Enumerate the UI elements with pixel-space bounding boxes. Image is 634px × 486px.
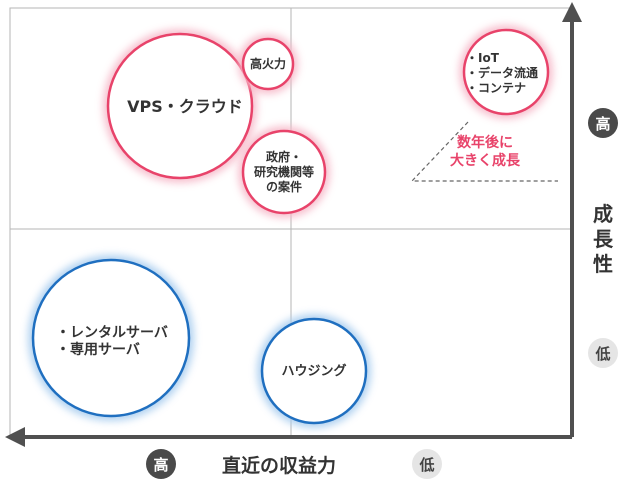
growth-annotation: 数年後に 大きく成長 [450, 135, 520, 170]
bubble-label-iot-data-content: ・IoT ・データ流通 ・コンテナ [466, 50, 539, 95]
y-axis-high-badge: 高 [588, 108, 618, 138]
x-axis-high-badge: 高 [146, 449, 176, 479]
bubble-rental-dedicated [28, 255, 194, 421]
bubble-high-power [238, 34, 298, 94]
bubble-label-vps-cloud: VPS・クラウド [127, 97, 243, 116]
bubble-iot-data-content [459, 25, 553, 119]
bubble-label-high-power: 高火力 [249, 56, 286, 71]
bubble-label-housing: ハウジング [281, 363, 347, 379]
bubble-label-government: 政府・ 研究機関等 の案件 [253, 149, 314, 194]
x-axis-low-badge: 低 [412, 449, 442, 479]
bubble-vps-cloud [103, 29, 257, 183]
y-axis-low-badge: 低 [588, 338, 618, 368]
bubble-housing [257, 314, 371, 428]
bubble-government [238, 126, 330, 218]
annotation-pointer [410, 121, 558, 182]
y-axis-label: 成 長 性 [593, 202, 613, 276]
bubble-label-rental-dedicated: ・レンタルサーバ ・専用サーバ [56, 324, 168, 359]
x-axis-label: 直近の収益力 [222, 455, 337, 477]
